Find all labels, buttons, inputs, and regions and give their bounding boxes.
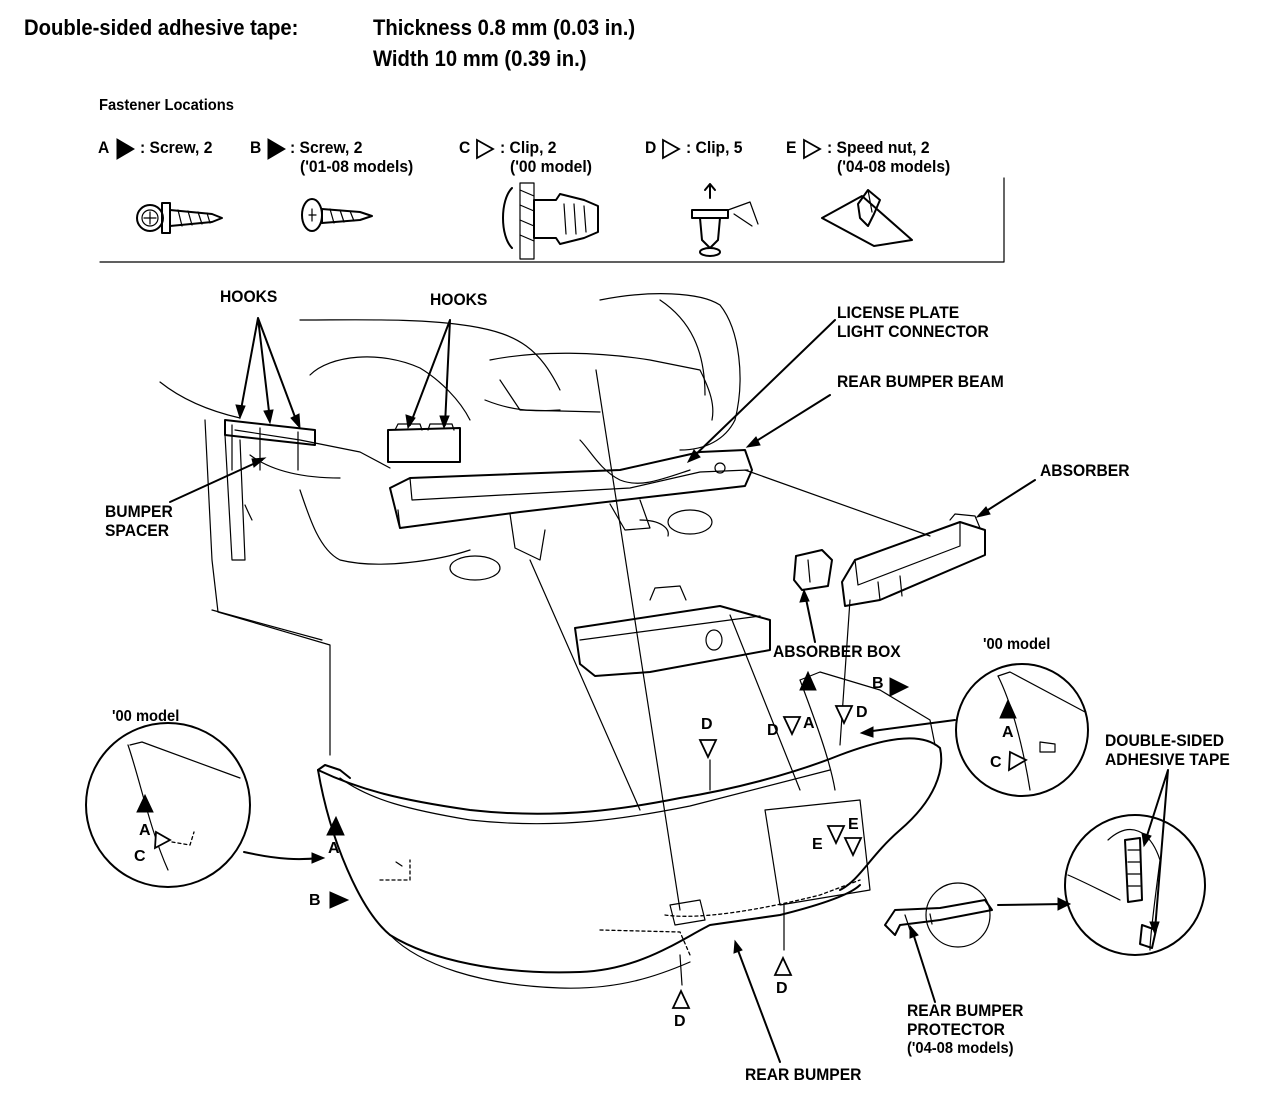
- marker-d-hollow-triangle: [698, 739, 718, 760]
- marker-d-hollow-triangle: [782, 716, 802, 737]
- diagram-markers: [136, 670, 1028, 1009]
- hollow-triangle-icon: [662, 138, 681, 160]
- label-bumper-spacer-1: BUMPER: [105, 502, 173, 521]
- clip-c-icon: [502, 182, 599, 260]
- label-absorber-box: ABSORBER BOX: [773, 642, 901, 661]
- fastener-locations-title: Fastener Locations: [99, 97, 234, 114]
- fastener-d-letter: D: [645, 138, 657, 157]
- marker-a-filled-triangle: [999, 698, 1017, 719]
- fastener-e-letter: E: [786, 138, 797, 157]
- fastener-c-letter: C: [459, 138, 471, 157]
- label-00-model-right: '00 model: [983, 636, 1051, 653]
- fastener-c-sub: ('00 model): [510, 157, 592, 176]
- label-bumper-spacer-2: SPACER: [105, 521, 170, 540]
- fastener-e-text: : Speed nut, 2: [827, 138, 930, 157]
- label-license-plate-2: LIGHT CONNECTOR: [837, 322, 989, 341]
- alignment-lines: [211, 369, 931, 986]
- fastener-b-letter: B: [250, 138, 262, 157]
- label-double-sided-tape-2: ADHESIVE TAPE: [1105, 750, 1230, 769]
- marker-e-hollow-triangle: [843, 837, 863, 858]
- tape-thickness: Thickness 0.8 mm (0.03 in.): [373, 15, 636, 40]
- filled-triangle-icon: [116, 138, 135, 160]
- marker-letter-d: D: [701, 716, 713, 733]
- label-rear-bumper: REAR BUMPER: [745, 1065, 862, 1084]
- speed-nut-e-icon: [821, 189, 913, 247]
- marker-b-filled-triangle: [329, 891, 350, 909]
- marker-a-filled-triangle: [326, 815, 345, 836]
- absorber-box-part: [793, 549, 833, 591]
- fastener-d-text: : Clip, 5: [686, 138, 743, 157]
- marker-letter-e: E: [812, 836, 823, 853]
- bumper-spacer-part: [224, 419, 316, 561]
- marker-letter-c: C: [990, 754, 1002, 771]
- fastener-a-letter: A: [98, 138, 110, 157]
- marker-c-hollow-triangle: [1008, 750, 1028, 772]
- label-double-sided-tape-1: DOUBLE-SIDED: [1105, 731, 1225, 750]
- marker-d-hollow-triangle: [773, 955, 793, 976]
- marker-letter-b: B: [872, 675, 884, 692]
- absorber-part: [841, 513, 986, 607]
- rear-bumper-beam-part: [389, 439, 753, 561]
- marker-letter-d: D: [856, 704, 868, 721]
- filled-triangle-icon: [267, 138, 286, 160]
- label-protector-2: PROTECTOR: [907, 1020, 1005, 1039]
- label-hooks-right: HOOKS: [430, 290, 488, 309]
- clip-d-icon: [691, 183, 759, 257]
- label-00-model-left: '00 model: [112, 708, 180, 725]
- marker-a-filled-triangle: [799, 670, 817, 691]
- marker-e-hollow-triangle: [826, 825, 846, 846]
- marker-letter-a: A: [328, 840, 340, 857]
- tape-spec-label: Double-sided adhesive tape:: [24, 15, 299, 40]
- marker-letter-a: A: [139, 822, 151, 839]
- fastener-b-text: : Screw, 2: [290, 138, 363, 157]
- screw-b-icon: [301, 198, 373, 232]
- fastener-e-sub: ('04-08 models): [837, 157, 951, 176]
- marker-letter-c: C: [134, 848, 146, 865]
- label-protector-1: REAR BUMPER: [907, 1001, 1024, 1020]
- marker-letter-b: B: [309, 892, 321, 909]
- lower-absorber-part: [574, 585, 771, 677]
- marker-letter-d: D: [776, 980, 788, 997]
- label-rear-bumper-beam: REAR BUMPER BEAM: [837, 372, 1004, 391]
- car-body-outline: [159, 293, 741, 756]
- label-arrows: [169, 317, 1169, 1063]
- label-hooks-left: HOOKS: [220, 287, 278, 306]
- rear-bumper-protector-part: [884, 899, 993, 936]
- marker-c-hollow-triangle: [154, 830, 172, 850]
- label-license-plate-1: LICENSE PLATE: [837, 303, 960, 322]
- marker-letter-a: A: [1002, 724, 1014, 741]
- marker-letter-d: D: [767, 722, 779, 739]
- rear-bumper-part: [317, 671, 943, 989]
- marker-b-filled-triangle: [889, 677, 910, 697]
- marker-letter-d: D: [674, 1013, 686, 1030]
- marker-letter-e: E: [848, 816, 859, 833]
- hollow-triangle-icon: [803, 138, 822, 160]
- fastener-b-sub: ('01-08 models): [300, 157, 414, 176]
- fastener-a-text: : Screw, 2: [140, 138, 213, 157]
- marker-a-filled-triangle: [136, 793, 154, 813]
- marker-letter-a: A: [803, 715, 815, 732]
- tape-width: Width 10 mm (0.39 in.): [373, 46, 587, 71]
- detail-circle-left: [85, 722, 251, 888]
- detail-circle-tape: [1064, 814, 1206, 956]
- marker-d-hollow-triangle: [834, 705, 854, 726]
- label-protector-3: ('04-08 models): [907, 1040, 1014, 1057]
- screw-a-icon: [136, 202, 223, 234]
- fastener-c-text: : Clip, 2: [500, 138, 557, 157]
- hooks-right-part: [387, 423, 461, 463]
- detail-circle-right-top: [955, 663, 1089, 797]
- label-absorber: ABSORBER: [1040, 461, 1130, 480]
- hollow-triangle-icon: [476, 138, 495, 160]
- marker-d-hollow-triangle: [671, 988, 691, 1009]
